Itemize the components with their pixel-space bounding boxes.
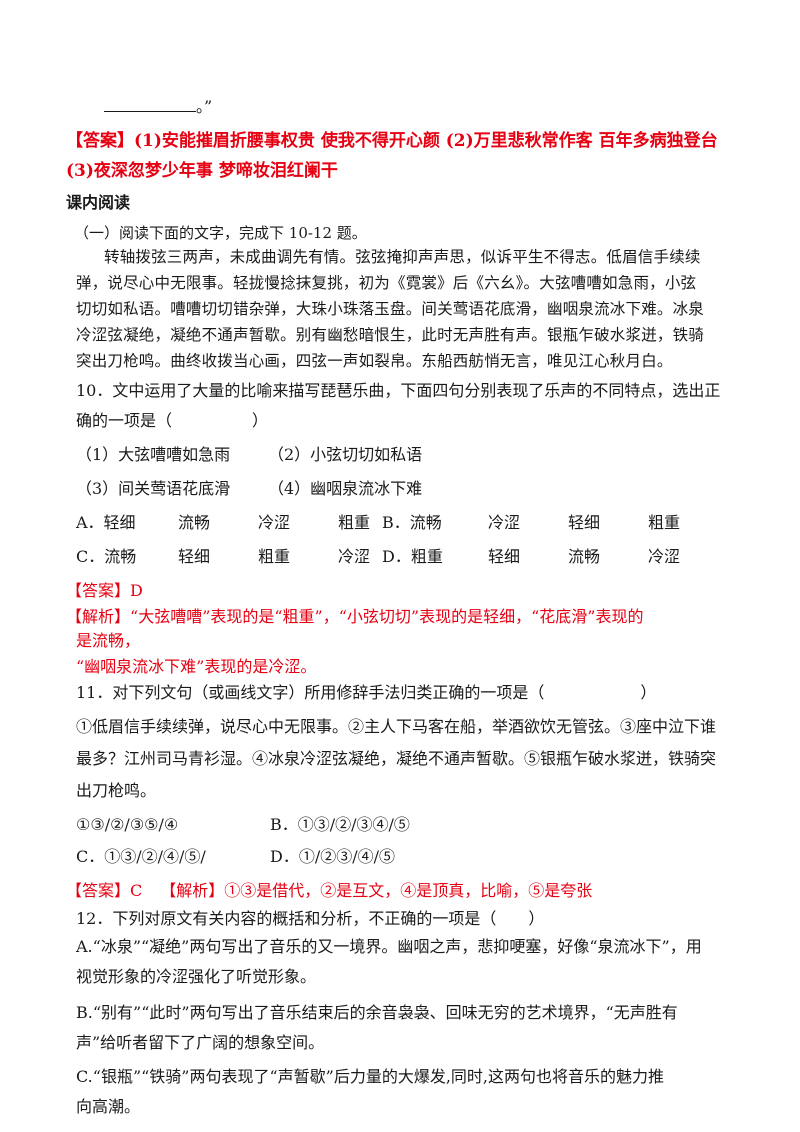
q10-option-c: C．流畅 <box>76 547 137 566</box>
q10-item: （1）大弦嘈嘈如急雨 <box>76 445 231 464</box>
q10-stem: 10．文中运用了大量的比喻来描写琵琶乐曲，下面四句分别表现了乐声的不同特点，选出… <box>76 381 721 400</box>
q10-analysis: 【解析】“大弦嘈嘈”表现的是“粗重”，“小弦切切”表现的是轻细，“花底滑”表现的 <box>66 607 644 626</box>
q10-option-a: 粗重 <box>338 513 371 532</box>
q10-option-b: 粗重 <box>648 513 681 532</box>
q11-stem: 11．对下列文句（或画线文字）所用修辞手法归类正确的一项是（ ） <box>76 683 657 702</box>
q10-option-d: 流畅 <box>568 547 601 566</box>
q11-option-d: D．①/②③/④/⑤ <box>270 847 396 866</box>
q12-option-a: 视觉形象的冷涩强化了听觉形象。 <box>76 967 317 986</box>
q10-option-c: 粗重 <box>258 547 291 566</box>
q10-analysis: “幽咽泉流冰下难”表现的是冷涩。 <box>76 657 317 676</box>
q10-item: （2）小弦切切如私语 <box>268 445 423 464</box>
answer-line-1: 【答案】(1)安能摧眉折腰事权贵 使我不得开心颜 (2)万里悲秋常作客 百年多病… <box>66 131 718 151</box>
q11-option-c: C．①③/②/④/⑤/ <box>76 847 206 866</box>
q10-analysis: 是流畅， <box>76 631 141 650</box>
passage-line: 切切如私语。嘈嘈切切错杂弹，大珠小珠落玉盘。间关莺语花底滑，幽咽泉流冰下难。冰泉 <box>76 300 705 318</box>
passage-line: 冷涩弦凝绝，凝绝不通声暂歇。别有幽愁暗恨生，此时无声胜有声。银瓶乍破水浆迸，铁骑 <box>76 326 705 344</box>
q12-option-b: B.“别有”“此时”两句写出了音乐结束后的余音袅袅、回味无穷的艺术境界，“无声胜… <box>76 1003 678 1022</box>
q10-option-d: 冷涩 <box>648 547 681 566</box>
section-title: 课内阅读 <box>66 193 131 212</box>
fill-blank-line: 。” <box>104 96 212 118</box>
passage-line: 突出刀枪鸣。曲终收拨当心画，四弦一声如裂帛。东船西舫悄无言，唯见江心秋月白。 <box>76 352 673 370</box>
passage-intro: （一）阅读下面的文字，完成下 10-12 题。 <box>74 224 367 242</box>
q10-option-d: 轻细 <box>488 547 521 566</box>
q10-option-a: 流畅 <box>178 513 211 532</box>
q10-answer: 【答案】D <box>66 581 143 600</box>
q11-sentence: ①低眉信手续续弹，说尽心中无限事。②主人下马客在船，举酒欲饮无管弦。③座中泣下谁 <box>76 717 717 736</box>
q10-option-c: 轻细 <box>178 547 211 566</box>
answer-line-2: (3)夜深忽梦少年事 梦啼妆泪红阑干 <box>66 161 338 181</box>
q10-stem: 确的一项是（ ） <box>76 411 269 430</box>
q10-option-b: 轻细 <box>568 513 601 532</box>
q12-option-c: C.“银瓶”“铁骑”两句表现了“声暂歇”后力量的大爆发,同时,这两句也将音乐的魅… <box>76 1067 665 1086</box>
q11-option-b: B．①③/②/③④/⑤ <box>270 815 410 834</box>
blank-underline <box>104 97 196 112</box>
q11-option-a: ①③/②/③⑤/④ <box>76 815 179 834</box>
q10-option-a: 冷涩 <box>258 513 291 532</box>
q10-option-b: 冷涩 <box>488 513 521 532</box>
q10-option-a: A．轻细 <box>76 513 136 532</box>
q11-answer: 【答案】C【解析】①③是借代，②是互文，④是顶真，比喻，⑤是夸张 <box>66 881 593 900</box>
q10-item: （3）间关莺语花底滑 <box>76 479 231 498</box>
q10-option-b: B．流畅 <box>382 513 442 532</box>
q11-sentence: 最多？江州司马青衫湿。④冰泉冷涩弦凝绝，凝绝不通声暂歇。⑤银瓶乍破水浆迸，铁骑突 <box>76 749 717 768</box>
q10-option-d: D．粗重 <box>382 547 443 566</box>
q12-option-b: 声”给听者留下了广阔的想象空间。 <box>76 1033 325 1052</box>
q10-item: （4）幽咽泉流冰下难 <box>268 479 423 498</box>
passage-line: 弹，说尽心中无限事。轻拢慢捻抹复挑，初为《霓裳》后《六幺》。大弦嘈嘈如急雨，小弦 <box>76 274 697 292</box>
q12-stem: 12．下列对原文有关内容的概括和分析，不正确的一项是（ ） <box>76 909 545 928</box>
q11-sentence: 出刀枪鸣。 <box>76 781 157 800</box>
q12-option-c: 向高潮。 <box>76 1097 141 1116</box>
passage-line: 转轴拨弦三两声，未成曲调先有情。弦弦掩抑声声思，似诉平生不得志。低眉信手续续 <box>104 248 701 266</box>
q10-option-c: 冷涩 <box>338 547 371 566</box>
q12-option-a: A.“冰泉”“凝绝”两句写出了音乐的又一境界。幽咽之声，悲抑哽塞，好像“泉流冰下… <box>76 937 702 956</box>
